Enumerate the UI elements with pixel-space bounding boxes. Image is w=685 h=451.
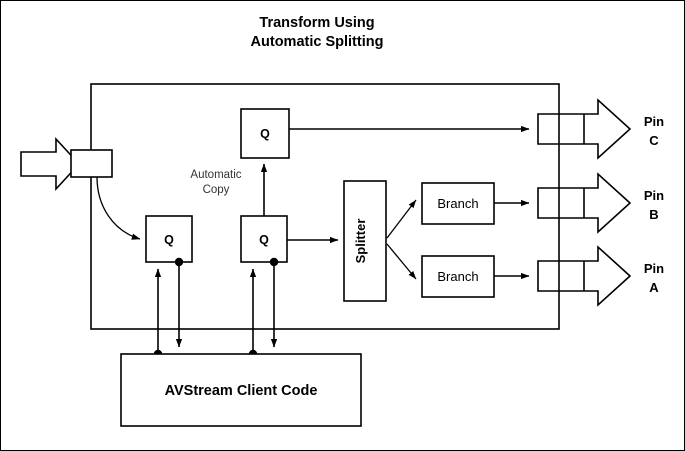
splitter-box [343,180,387,302]
splitter-to-branch-lower-line [386,243,417,280]
avstream-client-code-label: AVStream Client Code [165,383,318,399]
avstream-client-code-box [120,353,362,427]
pin-c-label-line1: Pin [644,114,664,129]
queue-left-to-client-junction-dot [174,257,184,267]
branch-box-upper-label: Branch [437,196,478,211]
branch-box-upper [421,182,495,225]
input-arrow [20,136,81,192]
automatic-copy-note-line2: Copy [203,184,230,196]
queue-box-middle [240,215,288,263]
diagram-title-line1: Transform Using [259,15,374,31]
queue-box-top [240,108,290,159]
pin-b-output: Pin B [537,172,664,234]
input-pin-block [70,149,113,178]
splitter-to-branch-upper-line [386,199,417,239]
pin-a-label-line2: A [649,280,659,295]
branch-box-lower-label: Branch [437,269,478,284]
diagram-title-line2: Automatic Splitting [251,34,384,50]
queue-middle-to-client-junction-dot [269,257,279,267]
pin-c-label-line2: C [649,133,659,148]
queue-box-top-label: Q [260,127,270,141]
automatic-copy-note-line1: Automatic [190,169,241,181]
queue-box-left-label: Q [164,233,174,247]
queue-box-middle-label: Q [259,233,269,247]
pin-a-output: Pin A [537,245,664,307]
pin-c-output: Pin C [537,98,664,160]
splitter-box-label: Splitter [353,219,368,264]
pin-b-label-line1: Pin [644,188,664,203]
pin-a-label-line1: Pin [644,261,664,276]
input-to-queue-curve [96,176,141,240]
queue-box-left [145,215,193,263]
pin-b-label-line2: B [649,207,658,222]
